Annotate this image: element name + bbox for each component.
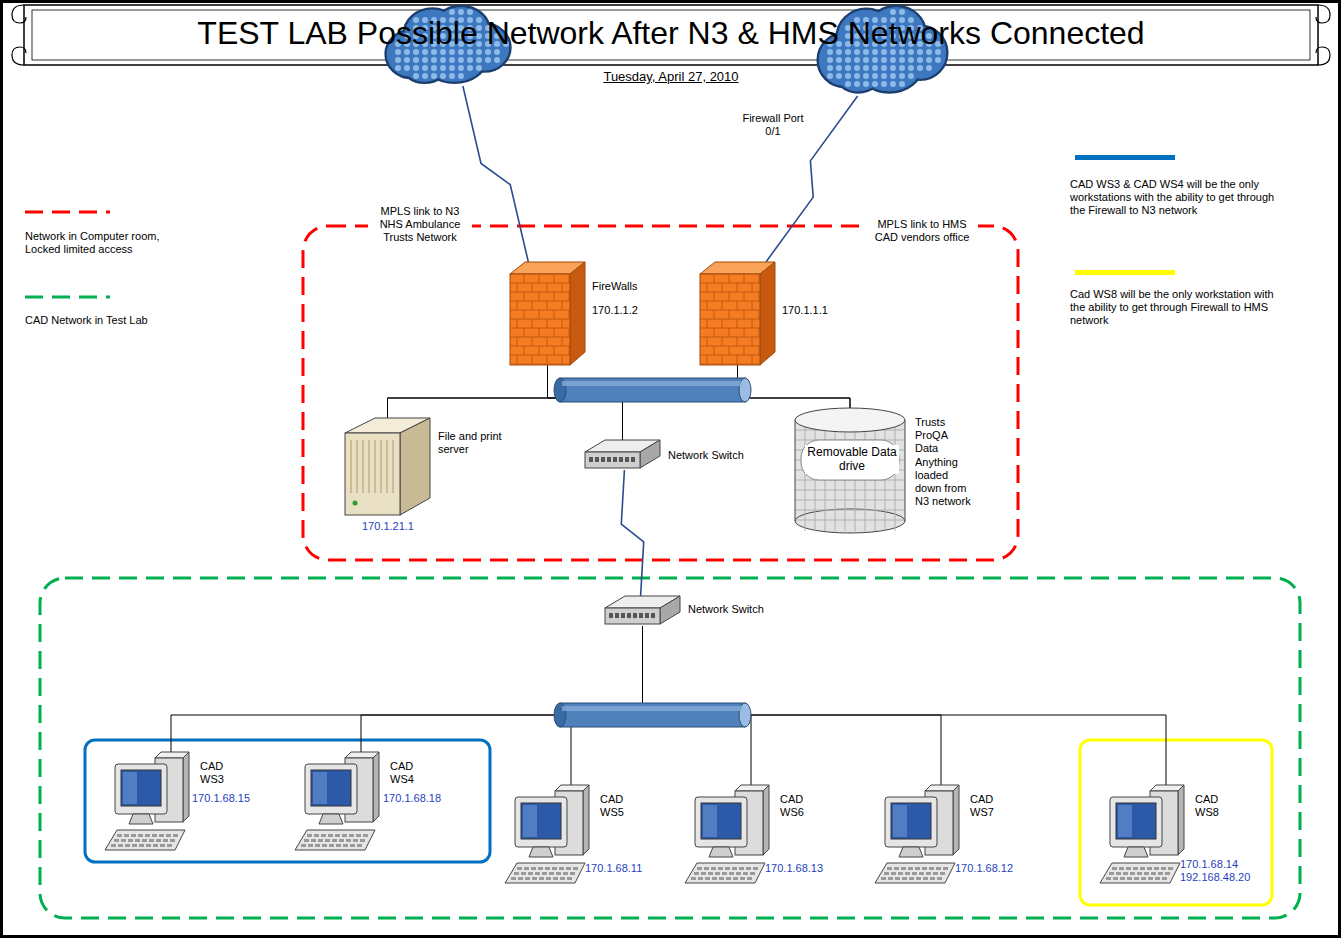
device-label: MPLS link to N3 NHS Ambulance Trusts Net… (368, 205, 472, 245)
firewall: FireWalls 170.1.1.2 (508, 260, 660, 370)
ip-address: 170.1.68.18 (383, 792, 441, 805)
device-label: Trusts ProQA Data Anything loaded down f… (915, 416, 973, 508)
device-label: CAD WS4 (390, 760, 424, 786)
device-label: CAD WS3 (200, 760, 234, 786)
workstation: CAD WS5 170.1.68.11 (503, 783, 675, 915)
workstation: CAD WS7 170.1.68.12 (873, 783, 1045, 915)
lab-bus (554, 703, 751, 727)
workstation: CAD WS4 170.1.68.18 (293, 750, 465, 882)
firewall-icon (700, 262, 775, 365)
network-cable (548, 365, 851, 408)
ip-address: 170.1.68.14 (1180, 858, 1238, 871)
backbone-bus (554, 378, 751, 402)
device-label: CAD WS7 (970, 793, 1004, 819)
ip-address: 192.168.48.20 (1180, 871, 1250, 884)
legend-swatch (1075, 270, 1175, 275)
ip-address: 170.1.68.13 (765, 862, 823, 875)
computer-room-region (303, 226, 1018, 560)
switch-icon (585, 440, 660, 470)
firewall: 170.1.1.1 (698, 260, 840, 370)
workstation: CAD WS3 170.1.68.15 (103, 750, 275, 882)
diagram-date: Tuesday, April 27, 2010 (24, 69, 1318, 85)
legend-swatch (1075, 155, 1175, 160)
legend-sample-green (25, 296, 110, 299)
ip-address: 170.1.68.12 (955, 862, 1013, 875)
pc-icon (1100, 785, 1190, 885)
network-cable (171, 626, 643, 752)
pc-icon (295, 752, 385, 852)
file-server: File and print server 170.1.21.1 (343, 416, 515, 540)
pc-icon (105, 752, 195, 852)
device-label: MPLS link to HMS CAD vendors office (866, 218, 978, 244)
device-label: 170.1.1.2 (592, 304, 638, 317)
wan-link (463, 86, 528, 262)
workstation: CAD WS8 170.1.68.14192.168.48.20 (1098, 783, 1270, 915)
firewall-icon (510, 262, 585, 365)
legend-text: CAD WS3 & CAD WS4 will be the only works… (1070, 178, 1280, 218)
device-label: Removable Data drive (805, 445, 899, 474)
legend-text: Network in Computer room, Locked limited… (25, 230, 185, 256)
pc-icon (685, 785, 775, 885)
device-label: 170.1.1.1 (782, 304, 828, 317)
hms-access-group (1080, 740, 1272, 905)
server-icon (345, 418, 430, 515)
network-cable (388, 365, 548, 418)
pc-icon (505, 785, 595, 885)
title-banner (12, 5, 1330, 65)
n3-access-group (85, 740, 490, 862)
device-label: CAD WS6 (780, 793, 814, 819)
wan-link (621, 470, 643, 596)
device-label: Network Switch (688, 603, 764, 616)
network-cable (361, 626, 643, 752)
ip-address: 170.1.21.1 (362, 520, 414, 533)
device-label: FireWalls (592, 280, 637, 293)
network-switch: Network Switch (583, 438, 755, 475)
removable-drive: Removable Data drive Trusts ProQA Data An… (793, 406, 995, 543)
pc-icon (875, 785, 965, 885)
network-switch: Network Switch (603, 594, 775, 632)
diagram-title: TEST LAB Possible Network After N3 & HMS… (24, 16, 1318, 51)
ip-address: 170.1.68.15 (192, 792, 250, 805)
network-cable (738, 365, 851, 408)
device-label: CAD WS5 (600, 793, 634, 819)
workstation: CAD WS6 170.1.68.13 (683, 783, 855, 915)
switch-icon (605, 596, 680, 626)
port-label: Firewall Port 0/1 (738, 112, 808, 138)
test-lab-region (40, 578, 1300, 918)
legend-text: Cad WS8 will be the only workstation wit… (1070, 288, 1280, 328)
device-label: File and print server (438, 430, 510, 456)
device-label: CAD WS8 (1195, 793, 1229, 819)
legend-text: CAD Network in Test Lab (25, 314, 185, 327)
device-label: Network Switch (668, 449, 744, 462)
ip-address: 170.1.68.11 (585, 862, 642, 875)
legend-sample-red (25, 211, 110, 214)
